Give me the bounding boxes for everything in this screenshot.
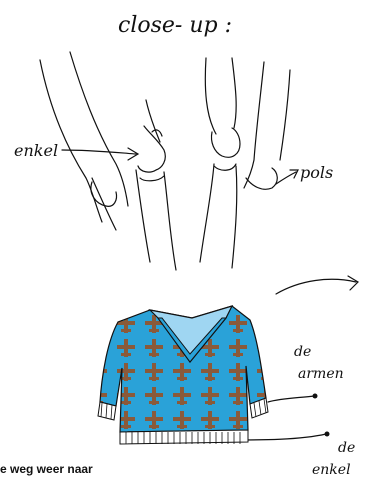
label-enkel: enkel	[14, 141, 58, 160]
pointer-dot-armen	[313, 394, 318, 399]
label-de-enkel-2: enkel	[312, 462, 351, 478]
label-pols: pols	[300, 163, 333, 182]
label-de-armen-1: de	[294, 344, 311, 360]
label-de-enkel-1: de	[338, 440, 355, 456]
sweater	[98, 306, 268, 444]
title-text: close- up :	[118, 13, 232, 38]
caption-text: e weg weer naar	[0, 462, 93, 476]
label-de-armen-2: armen	[298, 366, 344, 382]
pointer-dot-enkel	[325, 432, 330, 437]
